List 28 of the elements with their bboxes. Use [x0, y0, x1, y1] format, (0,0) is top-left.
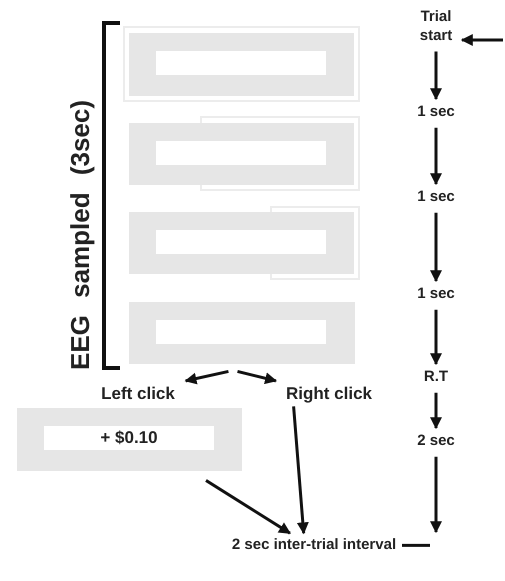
- arrow: [184, 370, 229, 384]
- reward-amount: + $0.10: [44, 426, 214, 450]
- choice-label: Right click: [270, 383, 388, 404]
- arrow: [430, 128, 442, 186]
- arrow: [292, 406, 309, 534]
- step-label: 1 sec: [410, 285, 462, 304]
- screen-panel: [129, 206, 360, 280]
- arrow: [237, 370, 278, 384]
- step-label: 2 sec inter-trial interval: [228, 536, 400, 555]
- arrow: [430, 456, 442, 534]
- step-label: 2 sec: [410, 432, 462, 451]
- arrow: [430, 310, 442, 366]
- choice-label: Left click: [85, 383, 191, 404]
- connector-line: [402, 544, 430, 547]
- screen-panel: [129, 116, 360, 191]
- reward-screen: [17, 408, 242, 471]
- arrow: [205, 479, 291, 534]
- arrow: [460, 34, 503, 46]
- screen-panel: [123, 26, 360, 102]
- step-label: Trial start: [412, 8, 460, 46]
- step-label: 1 sec: [410, 103, 462, 122]
- screen-panel: [129, 302, 355, 364]
- arrow: [430, 212, 442, 282]
- arrow: [430, 52, 442, 100]
- step-label: 1 sec: [410, 188, 462, 207]
- axis-caption: EEG sampled (3sec): [64, 99, 96, 370]
- step-label: R.T: [414, 368, 458, 387]
- arrow: [430, 392, 442, 430]
